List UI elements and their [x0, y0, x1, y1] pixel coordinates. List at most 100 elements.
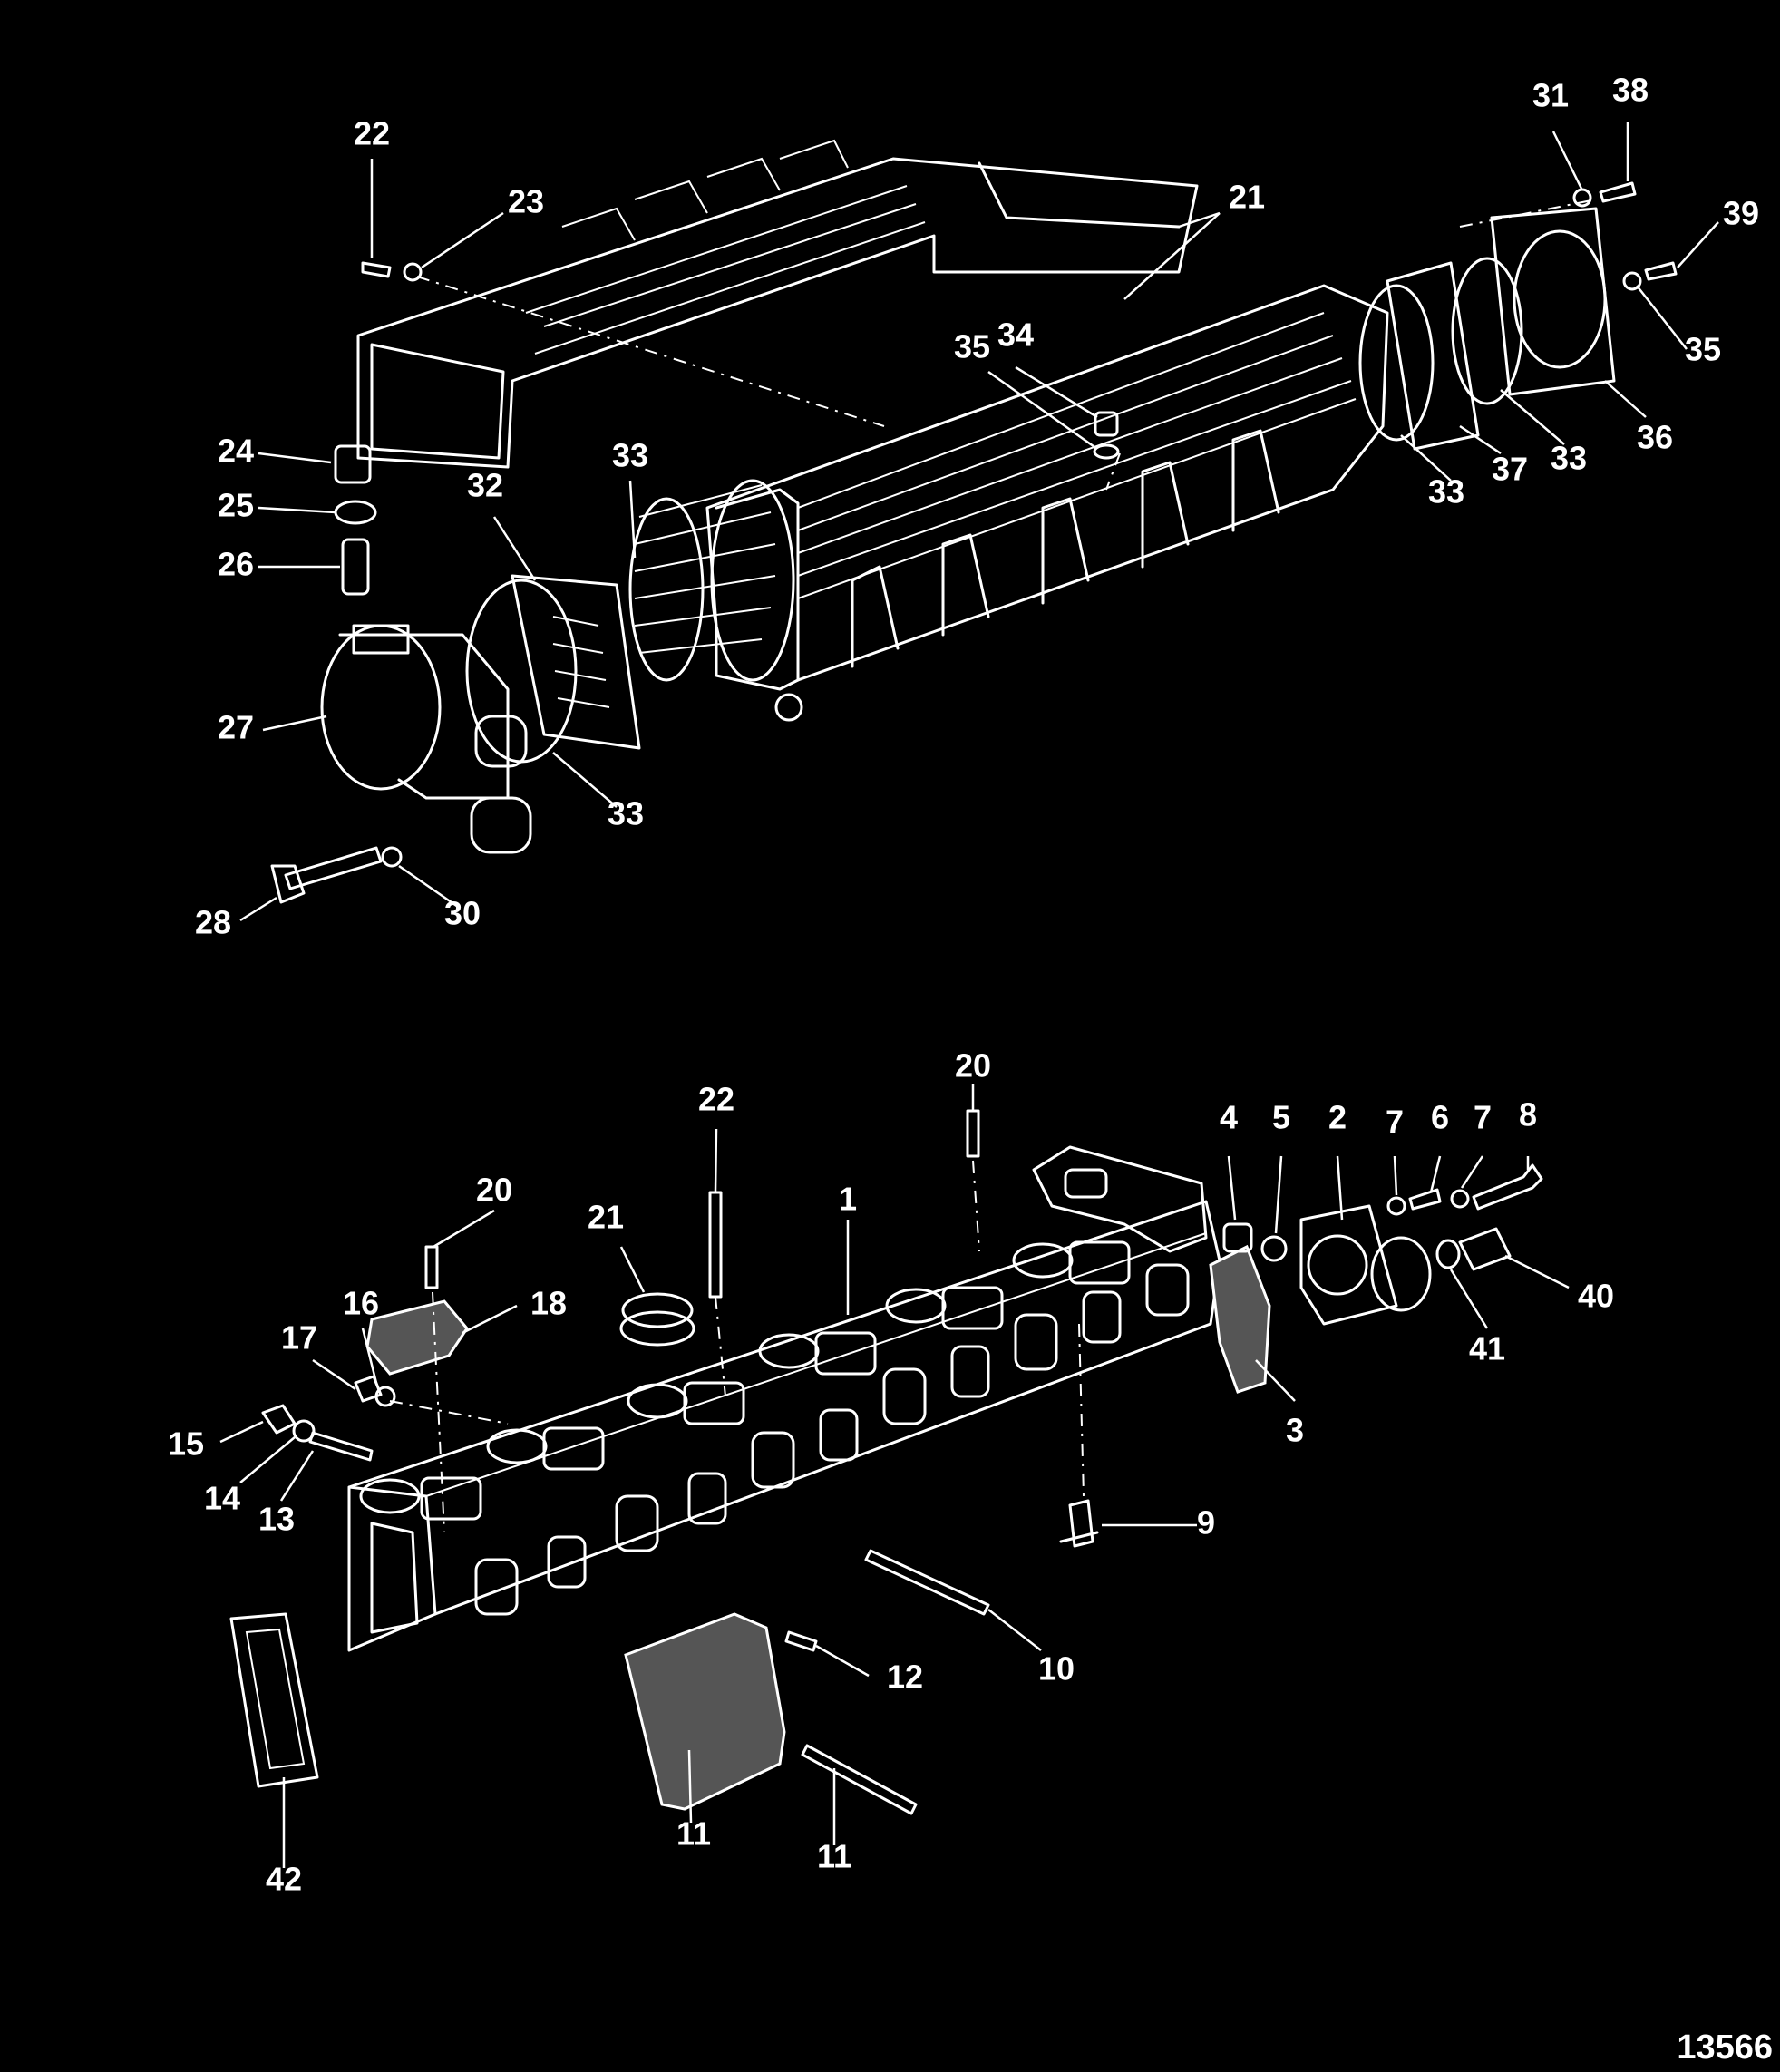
part-26-plug	[334, 444, 372, 484]
part-35-washer-right	[1622, 271, 1642, 291]
callout-14: 13	[258, 1501, 295, 1538]
leader-lines	[219, 122, 1719, 1868]
callout-16: 15	[168, 1425, 204, 1463]
callout-23: 21	[1229, 179, 1265, 216]
part-13-stud	[784, 1630, 818, 1652]
part-40-sensor	[1458, 1227, 1512, 1271]
callout-3: 3	[1286, 1412, 1304, 1449]
part-9-drain-valve	[1059, 1499, 1099, 1548]
part-15-washer	[292, 1419, 316, 1443]
callout-19: 18	[530, 1285, 567, 1322]
callout-34: 34	[997, 316, 1034, 354]
part-25-washer	[403, 262, 423, 282]
part-8-bolt	[1472, 1163, 1543, 1211]
part-35-washer-mid	[1093, 443, 1120, 460]
part-21-cap	[619, 1292, 695, 1347]
part-11-gasket	[624, 1612, 786, 1811]
callout-28: 26	[218, 546, 254, 583]
callout-35-right: 35	[1685, 331, 1721, 368]
callout-39: 39	[1723, 195, 1759, 232]
part-12-stud	[801, 1744, 918, 1815]
callout-17: 16	[343, 1285, 379, 1322]
part-37-plate	[1386, 261, 1480, 451]
callout-8: 8	[1519, 1096, 1537, 1133]
part-32-end-plate	[511, 574, 641, 750]
part-22-stud	[708, 1191, 723, 1299]
callout-21: 21	[588, 1199, 624, 1236]
part-30-bolt	[270, 846, 383, 904]
part-33-o-ring-right-1	[1358, 284, 1435, 442]
part-38-bolt	[1599, 181, 1637, 203]
part-23-core-housing	[705, 284, 1389, 722]
callout-32: 32	[467, 467, 503, 504]
part-4-fitting	[1222, 1222, 1253, 1253]
part-28-zinc-anode	[341, 538, 370, 596]
part-3-gasket	[1209, 1244, 1271, 1394]
lower-assembly	[229, 1109, 1543, 1815]
part-20-stud-right	[966, 1109, 980, 1158]
callout-7-right: 7	[1474, 1099, 1492, 1136]
callout-15: 14	[204, 1480, 240, 1517]
callout-4: 4	[1220, 1099, 1238, 1136]
callout-37: 37	[1492, 451, 1528, 488]
part-18-nut	[354, 1375, 383, 1403]
callout-31-right: 31	[1532, 77, 1569, 114]
part-14-stud	[308, 1431, 374, 1462]
callout-20-left: 20	[476, 1172, 512, 1209]
part-23-cover	[356, 139, 1199, 469]
part-16-nut	[261, 1404, 297, 1435]
part-6-bolt	[1408, 1188, 1442, 1211]
callout-22: 22	[698, 1081, 734, 1118]
callout-29: 27	[218, 709, 254, 746]
callout-33-bundle: 33	[612, 437, 648, 474]
callout-7-left: 7	[1386, 1104, 1404, 1141]
callout-18: 17	[281, 1319, 317, 1357]
part-42-gasket	[229, 1612, 319, 1788]
callout-24: 22	[354, 115, 390, 152]
callout-labels: 22 23 21 24 25 26 27 28 30 32 33 33 35 3…	[168, 72, 1773, 2067]
part-29-end-cap	[320, 624, 532, 854]
part-41-washer	[1435, 1239, 1461, 1269]
part-36-end-cap	[1490, 207, 1616, 396]
callout-20-right: 20	[955, 1047, 991, 1085]
callout-26: 24	[218, 433, 254, 470]
callout-13: 12	[887, 1659, 923, 1696]
callout-10: 10	[1038, 1650, 1075, 1688]
callout-2: 2	[1328, 1099, 1347, 1136]
callout-9: 9	[1197, 1504, 1215, 1542]
part-24-screw	[361, 261, 392, 278]
callout-40: 40	[1578, 1278, 1614, 1315]
part-33-o-ring-right-2	[1451, 257, 1523, 405]
part-31-washer-right	[1572, 188, 1592, 208]
assembly-line-upper	[416, 199, 1597, 491]
callout-42: 42	[266, 1861, 302, 1898]
callout-5: 5	[1272, 1099, 1290, 1136]
callout-27: 25	[218, 487, 254, 524]
part-7-washer-2	[1450, 1189, 1470, 1209]
part-39-bolt	[1644, 261, 1678, 281]
part-1-manifold	[347, 1145, 1221, 1652]
callout-12: 11	[817, 1838, 851, 1875]
callout-6: 6	[1431, 1099, 1449, 1136]
callout-1: 1	[839, 1181, 857, 1218]
callout-33-left-ring: 33	[608, 795, 644, 832]
part-10-stud	[864, 1549, 990, 1616]
part-7-washer-1	[1386, 1196, 1406, 1216]
part-20-stud-left	[424, 1245, 439, 1289]
callout-11: 11	[676, 1815, 711, 1853]
callout-33-right-1: 33	[1428, 473, 1464, 511]
part-31-washer-left	[381, 846, 403, 868]
part-27-washer	[334, 500, 377, 525]
part-33-tube-bundle	[628, 479, 795, 682]
reference-number: 13566	[1677, 2028, 1773, 2067]
callout-36: 36	[1637, 419, 1673, 456]
callout-30: 28	[195, 904, 231, 941]
part-2-thermostat-housing	[1299, 1204, 1432, 1326]
callout-25: 23	[508, 183, 544, 220]
callout-38: 38	[1612, 72, 1649, 109]
callout-33-right-2: 33	[1551, 440, 1587, 477]
part-34-plug	[1094, 411, 1119, 437]
part-19-gasket	[365, 1299, 469, 1376]
callout-31-left: 30	[444, 895, 481, 932]
